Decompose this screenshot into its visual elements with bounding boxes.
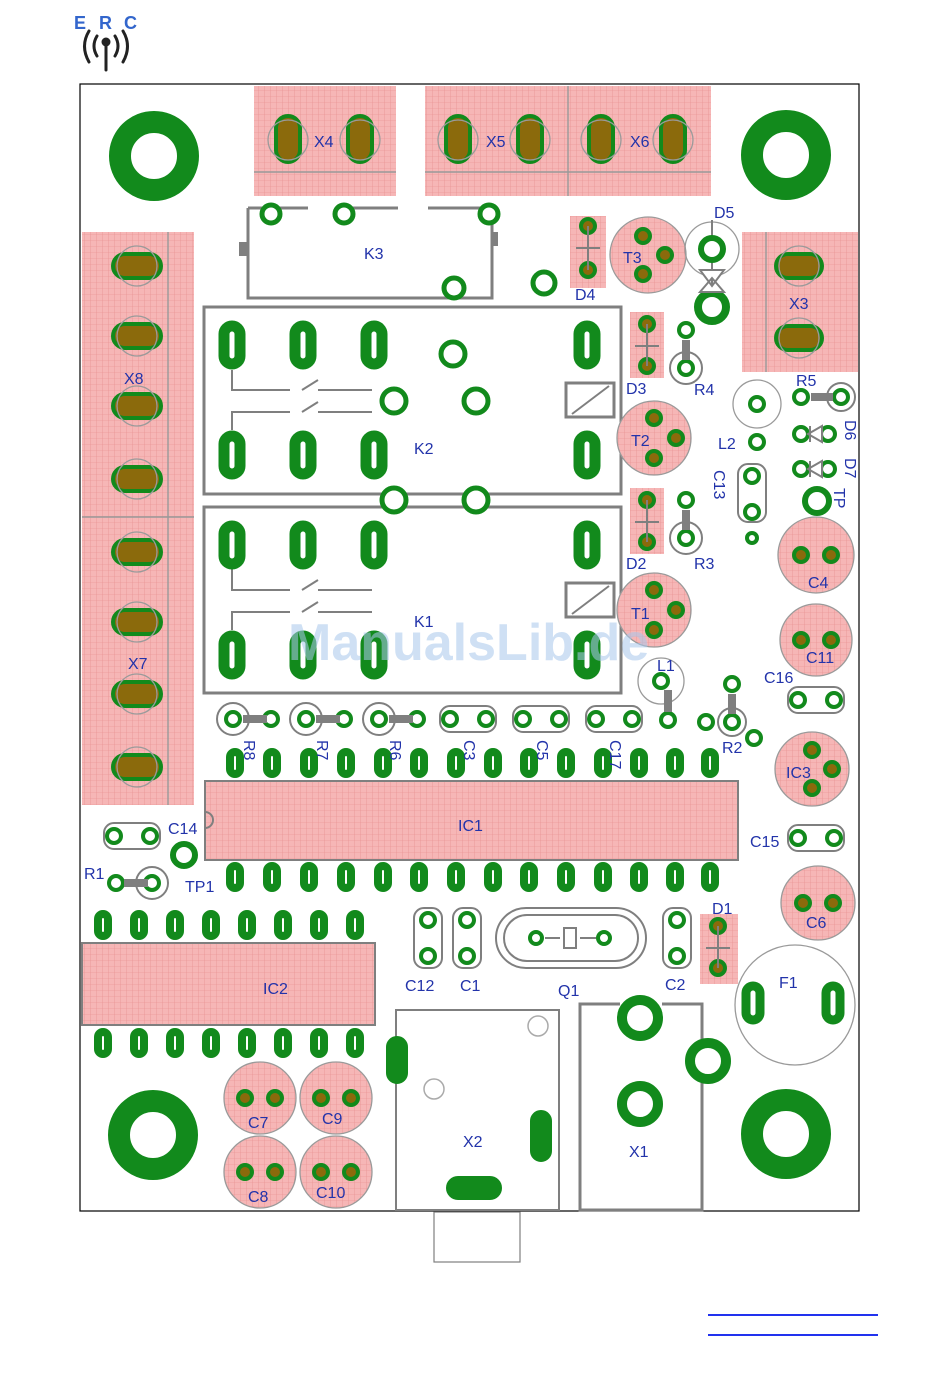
- label-x7: X7: [128, 656, 148, 673]
- label-c11: C11: [806, 650, 834, 667]
- label-l1: L1: [657, 658, 675, 675]
- label-c4: C4: [808, 575, 829, 592]
- label-f1: F1: [779, 975, 798, 992]
- label-tp1: TP1: [185, 879, 214, 896]
- label-c5: C5: [533, 740, 550, 761]
- label-x3: X3: [789, 296, 809, 313]
- label-x6: X6: [630, 134, 650, 151]
- antenna-radio-icon: [85, 31, 128, 70]
- watermark: ManualsLib.de: [288, 614, 649, 672]
- label-x5: X5: [486, 134, 506, 151]
- label-c2: C2: [665, 977, 686, 994]
- label-c16: C16: [764, 670, 793, 687]
- label-k3: K3: [364, 246, 384, 263]
- label-d2: D2: [626, 556, 647, 573]
- label-r8: R8: [240, 740, 257, 761]
- label-tp: TP: [830, 488, 847, 508]
- label-l2: L2: [718, 436, 736, 453]
- label-c8: C8: [248, 1189, 269, 1206]
- label-d4: D4: [575, 287, 596, 304]
- footer-link-1[interactable]: [708, 1314, 878, 1316]
- logo-letter-c: C: [124, 13, 137, 33]
- label-x2: X2: [463, 1134, 483, 1151]
- label-c15: C15: [750, 834, 779, 851]
- label-c13: C13: [710, 470, 727, 499]
- label-k2: K2: [414, 441, 434, 458]
- label-d6: D6: [841, 420, 858, 441]
- label-c17: C17: [606, 740, 623, 769]
- label-r6: R6: [386, 740, 403, 761]
- label-r2: R2: [722, 740, 743, 757]
- label-c6: C6: [806, 915, 827, 932]
- label-ic3: IC3: [786, 765, 811, 782]
- label-c9: C9: [322, 1111, 343, 1128]
- erc-logo: E R C: [74, 13, 137, 70]
- logo-letter-e: E: [74, 13, 86, 33]
- label-c14: C14: [168, 821, 197, 838]
- label-c10: C10: [316, 1185, 345, 1202]
- label-c1: C1: [460, 978, 481, 995]
- label-ic2: IC2: [263, 981, 288, 998]
- label-r4: R4: [694, 382, 715, 399]
- label-r7: R7: [313, 740, 330, 761]
- label-d3: D3: [626, 381, 647, 398]
- label-c7: C7: [248, 1115, 269, 1132]
- label-r1: R1: [84, 866, 105, 883]
- label-d7: D7: [841, 458, 858, 479]
- label-c3: C3: [460, 740, 477, 761]
- label-t2: T2: [631, 433, 650, 450]
- label-x4: X4: [314, 134, 334, 151]
- label-r3: R3: [694, 556, 715, 573]
- label-q1: Q1: [558, 983, 579, 1000]
- logo-letter-r: R: [99, 13, 112, 33]
- label-t3: T3: [623, 250, 642, 267]
- label-x8: X8: [124, 371, 144, 388]
- label-r5: R5: [796, 373, 817, 390]
- label-d1: D1: [712, 901, 733, 918]
- label-ic1: IC1: [458, 818, 483, 835]
- label-x1: X1: [629, 1144, 649, 1161]
- footer-link-2[interactable]: [708, 1334, 878, 1336]
- label-d5: D5: [714, 205, 735, 222]
- label-c12: C12: [405, 978, 434, 995]
